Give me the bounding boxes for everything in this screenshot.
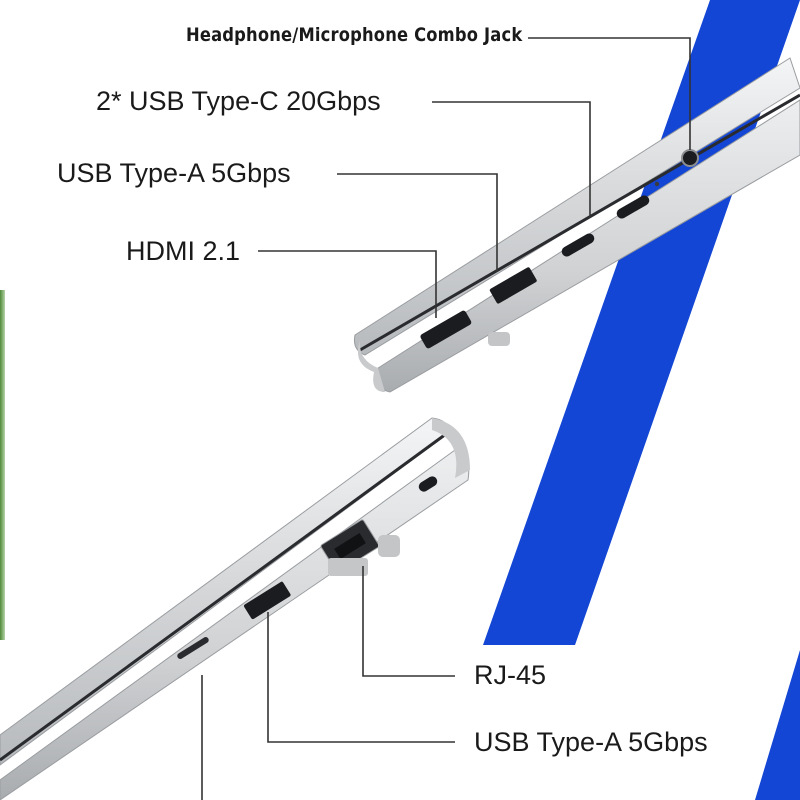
laptop-left-side (0, 417, 470, 800)
laptop-right-side (354, 57, 800, 393)
label-hdmi: HDMI 2.1 (126, 236, 241, 266)
laptop-foot-left (378, 535, 400, 557)
laptop-foot (488, 332, 510, 346)
label-usb-c: 2* USB Type-C 20Gbps (96, 86, 381, 116)
usb-a-port-right (489, 267, 537, 304)
leader-lines (201, 37, 691, 800)
hdmi-port (420, 310, 472, 349)
leader-usb-a-bottom (267, 612, 455, 743)
card-reader-slot (177, 637, 209, 659)
label-headphone-jack: Headphone/Microphone Combo Jack (186, 24, 523, 46)
label-usb-a-bottom: USB Type-A 5Gbps (474, 727, 708, 757)
usb-c-port-2 (616, 195, 650, 219)
usb-a-port-left (244, 581, 291, 620)
status-led (654, 181, 660, 187)
leader-rj45 (362, 566, 455, 677)
label-rj45: RJ-45 (474, 660, 547, 690)
usb-c-port-1 (561, 233, 595, 257)
rj45-flap (328, 558, 368, 576)
audio-jack-port (681, 149, 699, 167)
left-edge-strip (0, 290, 5, 640)
leader-usb-a-top (337, 173, 498, 272)
blue-accent-stripe-corner (755, 650, 800, 800)
label-usb-a-top: USB Type-A 5Gbps (57, 158, 291, 188)
leader-usb-c (432, 101, 591, 218)
leader-headphone (528, 37, 691, 150)
leader-hdmi (258, 250, 437, 318)
kensington-lock-slot (418, 476, 438, 492)
